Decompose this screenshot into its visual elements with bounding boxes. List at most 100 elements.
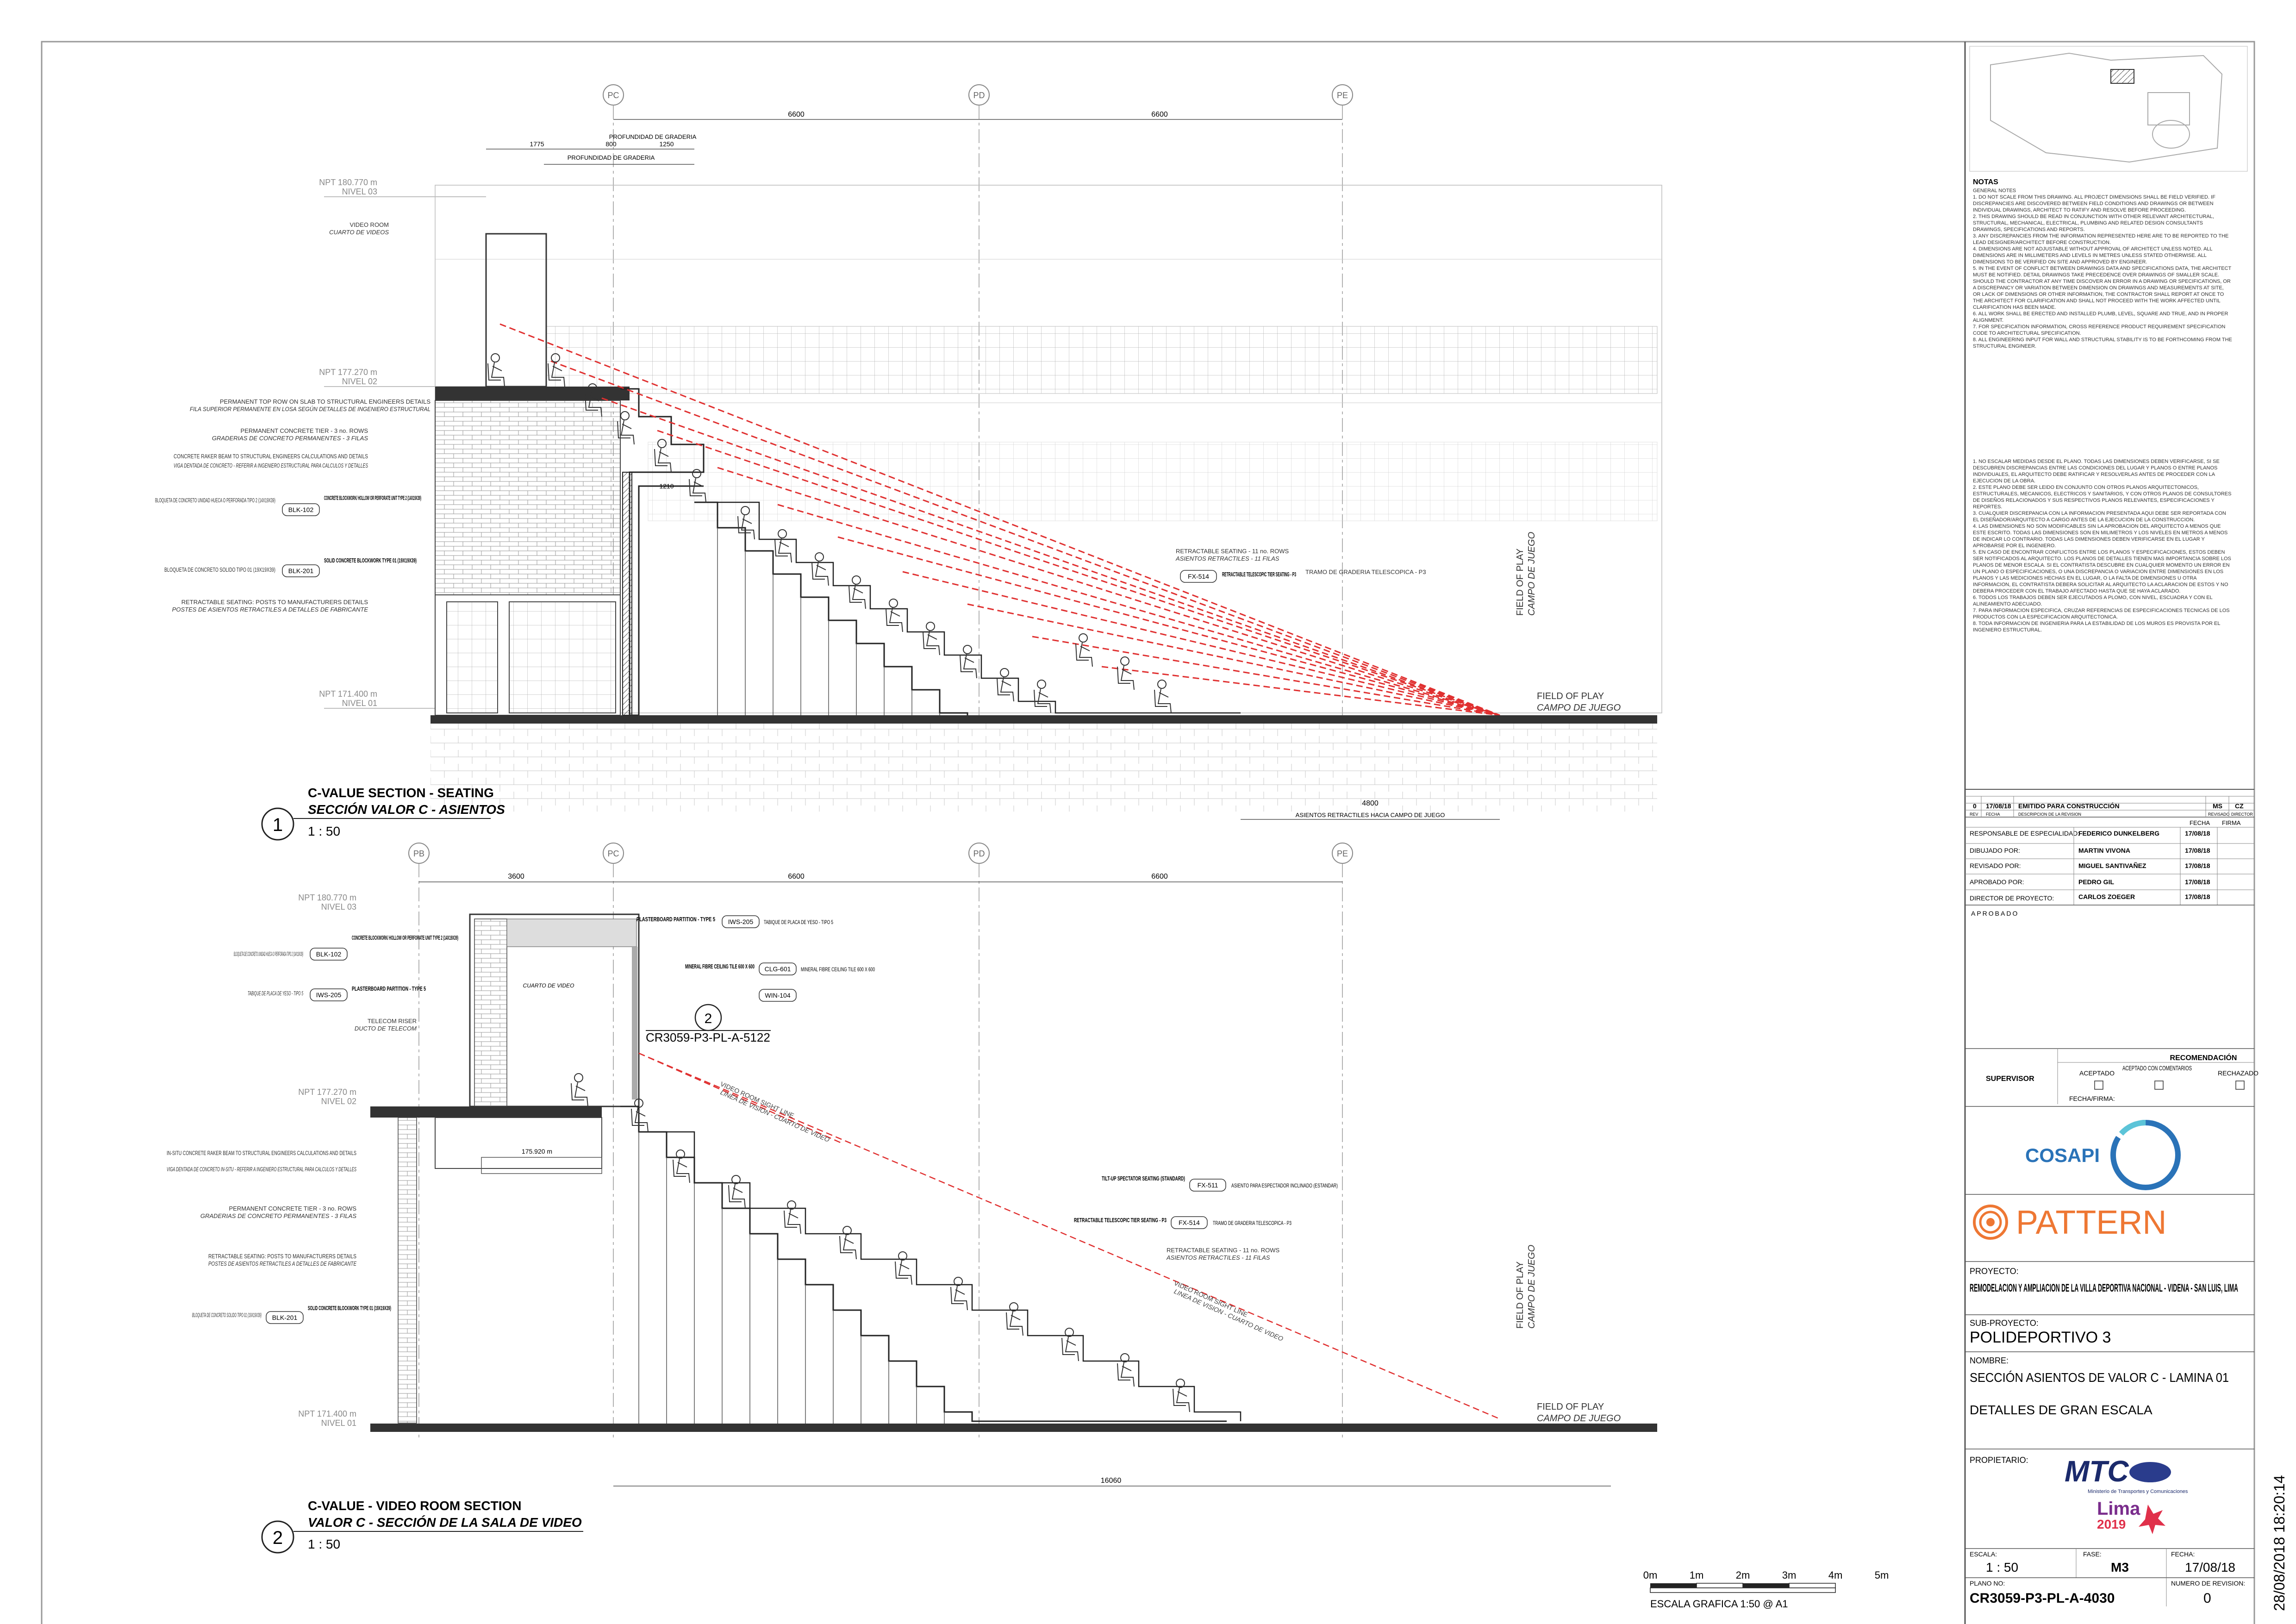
spectator-figure [654, 439, 672, 473]
svg-text:APROBADO: APROBADO [1971, 910, 2019, 917]
gridline-pd-2: PD [968, 843, 990, 1440]
svg-text:PE: PE [1337, 849, 1348, 858]
svg-text:NPT 180.770 m: NPT 180.770 m [319, 178, 377, 187]
svg-text:2m: 2m [1736, 1569, 1750, 1581]
svg-text:17/08/18: 17/08/18 [2185, 893, 2210, 900]
gridline-label: PD [973, 91, 985, 100]
spectator-figure [737, 506, 755, 540]
spectator-figure [886, 599, 903, 632]
title-block: NOTAS 0 17/08/18 EMITIDO PARA CONSTRUCCI… [1965, 46, 2288, 1611]
level-marker-02: NPT 177.270 m NIVEL 02 [319, 368, 486, 387]
spectator-figure [784, 1200, 801, 1234]
svg-text:LINEA DE VISION - CUARTO DE VI: LINEA DE VISION - CUARTO DE VIDEO [719, 1088, 831, 1143]
svg-text:POSTES DE ASIENTOS RETRACTILES: POSTES DE ASIENTOS RETRACTILES A DETALLE… [172, 606, 368, 613]
svg-text:DETALLES DE GRAN ESCALA: DETALLES DE GRAN ESCALA [1970, 1403, 2152, 1417]
svg-text:RECHAZADO: RECHAZADO [2218, 1069, 2259, 1077]
svg-text:TABIQUE DE PLACA DE YESO - TIP: TABIQUE DE PLACA DE YESO - TIPO 5 [764, 919, 833, 925]
svg-text:CONCRETE RAKER BEAM TO STRUCTU: CONCRETE RAKER BEAM TO STRUCTURAL ENGINE… [174, 453, 368, 460]
plot-timestamp: 28/08/2018 18:20:14 [2271, 1475, 2288, 1611]
lima-2019-logo: Lima 2019 [2097, 1499, 2165, 1534]
notes-english: GENERAL NOTES 1. DO NOT SCALE FROM THIS … [1973, 188, 2232, 349]
dimension-1210: 1210 [659, 482, 674, 490]
svg-text:DIRECTOR: DIRECTOR [2231, 812, 2253, 817]
svg-text:PATTERN: PATTERN [2016, 1204, 2166, 1241]
dimension-6600-d: 6600 [1151, 873, 1168, 881]
svg-text:REMODELACION Y AMPLIACION DE L: REMODELACION Y AMPLIACION DE LA VILLA DE… [1970, 1282, 2238, 1294]
tag-iws-205-2b: IWS-205 PLASTERBOARD PARTITION - TYPE 5 … [636, 915, 833, 928]
svg-text:NIVEL 01: NIVEL 01 [321, 1418, 356, 1428]
gridline-pd-1: PD [968, 84, 990, 722]
spectator-figure [774, 529, 792, 563]
svg-text:17/08/18: 17/08/18 [1986, 802, 2011, 810]
svg-text:NIVEL 02: NIVEL 02 [321, 1097, 356, 1106]
gridline-label: PE [1337, 91, 1348, 100]
svg-text:NOMBRE:: NOMBRE: [1970, 1356, 2009, 1365]
spectator-figure [487, 353, 505, 387]
signature-table: FECHA FIRMA RESPONSABLE DE ESPECIALIDAD:… [1965, 819, 2254, 917]
sheet-frame [41, 41, 2255, 1624]
svg-text:2019: 2019 [2097, 1517, 2126, 1531]
tag-blk-201-2: BLK-201 SOLID CONCRETE BLOCKWORK TYPE 01… [266, 1305, 391, 1324]
svg-text:EMITIDO PARA CONSTRUCCIÓN: EMITIDO PARA CONSTRUCCIÓN [2018, 802, 2120, 810]
svg-text:FIRMA: FIRMA [2222, 819, 2241, 826]
svg-text:CAMPO DE JUEGO: CAMPO DE JUEGO [1527, 1245, 1537, 1329]
svg-text:FILA SUPERIOR PERMANENTE EN LO: FILA SUPERIOR PERMANENTE EN LOSA SEGÚN D… [190, 406, 430, 412]
svg-text:LINEA DE VISION - CUARTO DE VI: LINEA DE VISION - CUARTO DE VIDEO [1173, 1287, 1285, 1343]
svg-text:M3: M3 [2111, 1560, 2129, 1574]
checkbox-rechazado[interactable] [2235, 1081, 2245, 1090]
mtc-logo: MTC Ministerio de Transportes y Comunica… [2065, 1455, 2188, 1494]
svg-text:NIVEL 03: NIVEL 03 [321, 902, 356, 912]
svg-text:17/08/18: 17/08/18 [2185, 830, 2210, 837]
notes-heading: NOTAS [1973, 178, 1998, 186]
svg-text:NPT 177.270 m: NPT 177.270 m [319, 368, 377, 377]
svg-text:TRAMO DE GRADERIA TELESCOPICA: TRAMO DE GRADERIA TELESCOPICA - P3 [1305, 568, 1426, 575]
svg-text:GRADERIAS DE CONCRETO PERMANEN: GRADERIAS DE CONCRETO PERMANENTES - 3 FI… [212, 435, 368, 442]
svg-text:1 : 50: 1 : 50 [308, 1537, 340, 1551]
tag-fx-514-1: FX-514 RETRACTABLE TELESCOPIC TIER SEATI… [1180, 570, 1296, 583]
checkbox-aceptado-comentarios[interactable] [2154, 1081, 2164, 1090]
svg-text:BLOQUETA DE CONCRETO SOLIDO TI: BLOQUETA DE CONCRETO SOLIDO TIPO 01 (19X… [192, 1312, 262, 1318]
svg-text:CUARTO DE VIDEOS: CUARTO DE VIDEOS [329, 229, 389, 236]
svg-text:RETRACTABLE SEATING: POSTS TO: RETRACTABLE SEATING: POSTS TO MANUFACTUR… [181, 599, 368, 606]
svg-text:PD: PD [973, 849, 985, 858]
svg-text:TILT-UP SPECTATOR SEATING (STA: TILT-UP SPECTATOR SEATING (STANDARD) [1102, 1175, 1185, 1182]
svg-text:FEDERICO DUNKELBERG: FEDERICO DUNKELBERG [2078, 830, 2159, 837]
svg-text:PERMANENT CONCRETE TIER - 3 no: PERMANENT CONCRETE TIER - 3 no. ROWS [241, 427, 368, 434]
spectator-figure [849, 575, 866, 609]
svg-text:NUMERO DE REVISION:: NUMERO DE REVISION: [2171, 1580, 2245, 1587]
svg-text:1 : 50: 1 : 50 [1986, 1560, 2018, 1574]
dimension-6600-c: 6600 [788, 873, 805, 881]
depth-label: PROFUNDIDAD DE GRADERIA [609, 133, 697, 140]
tag-blk-201-1: BLK-201 SOLID CONCRETE BLOCKWORK TYPE 01… [282, 557, 417, 577]
checkbox-aceptado[interactable] [2094, 1081, 2103, 1090]
svg-text:MINERAL FIBRE CEILING TILE 600: MINERAL FIBRE CEILING TILE 600 X 600 [801, 966, 875, 973]
left-callouts-2: BLOQUETA DE CONCRETO UNIDAD HUECA O PERF… [167, 950, 417, 1318]
seating-direction-note: ASIENTOS RETRACTILES HACIA CAMPO DE JUEG… [1296, 812, 1445, 818]
svg-text:1 : 50: 1 : 50 [308, 824, 340, 838]
spectator-figure [571, 1073, 588, 1107]
svg-text:SECCIÓN VALOR C - ASIENTOS: SECCIÓN VALOR C - ASIENTOS [308, 802, 505, 817]
svg-text:PLANO NO:: PLANO NO: [1970, 1580, 2005, 1587]
svg-text:APROBADO POR:: APROBADO POR: [1970, 878, 2024, 886]
svg-text:NPT 177.270 m: NPT 177.270 m [298, 1087, 356, 1097]
svg-text:IWS-205: IWS-205 [316, 991, 342, 999]
svg-text:FIELD OF PLAY: FIELD OF PLAY [1515, 549, 1525, 616]
svg-text:FX-514: FX-514 [1179, 1219, 1200, 1226]
svg-text:PB: PB [413, 849, 424, 858]
svg-text:PROYECTO:: PROYECTO: [1970, 1267, 2019, 1276]
gridline-pe-1: PE [1332, 84, 1353, 722]
svg-text:5m: 5m [1875, 1569, 1889, 1581]
tier-outline [713, 501, 1241, 714]
svg-text:GRADERIAS DE CONCRETO PERMANEN: GRADERIAS DE CONCRETO PERMANENTES - 3 FI… [200, 1212, 356, 1219]
svg-text:BLOQUETA DE CONCRETO UNIDAD HU: BLOQUETA DE CONCRETO UNIDAD HUECA O PERF… [234, 950, 303, 957]
svg-text:FIELD OF PLAY: FIELD OF PLAY [1537, 1402, 1604, 1412]
tag-iws-205-2a: IWS-205 PLASTERBOARD PARTITION - TYPE 5 [310, 985, 426, 1001]
svg-text:FECHA: FECHA [1986, 812, 2000, 817]
svg-text:C-VALUE SECTION - SEATING: C-VALUE SECTION - SEATING [308, 786, 494, 800]
svg-text:BLK-201: BLK-201 [288, 567, 314, 575]
tag-blk-102-1: BLK-102 CONCRETE BLOCKWORK/ HOLLOW OR PE… [282, 494, 421, 516]
svg-text:PERMANENT TOP ROW ON SLAB TO: PERMANENT TOP ROW ON SLAB TO STRUCTURAL … [220, 398, 430, 405]
project-info: PROYECTO: REMODELACION Y AMPLIACION DE L… [1965, 1267, 2254, 1465]
svg-text:Ministerio de Transportes y Co: Ministerio de Transportes y Comunicacion… [2088, 1489, 2188, 1494]
spectator-figure [585, 383, 602, 417]
